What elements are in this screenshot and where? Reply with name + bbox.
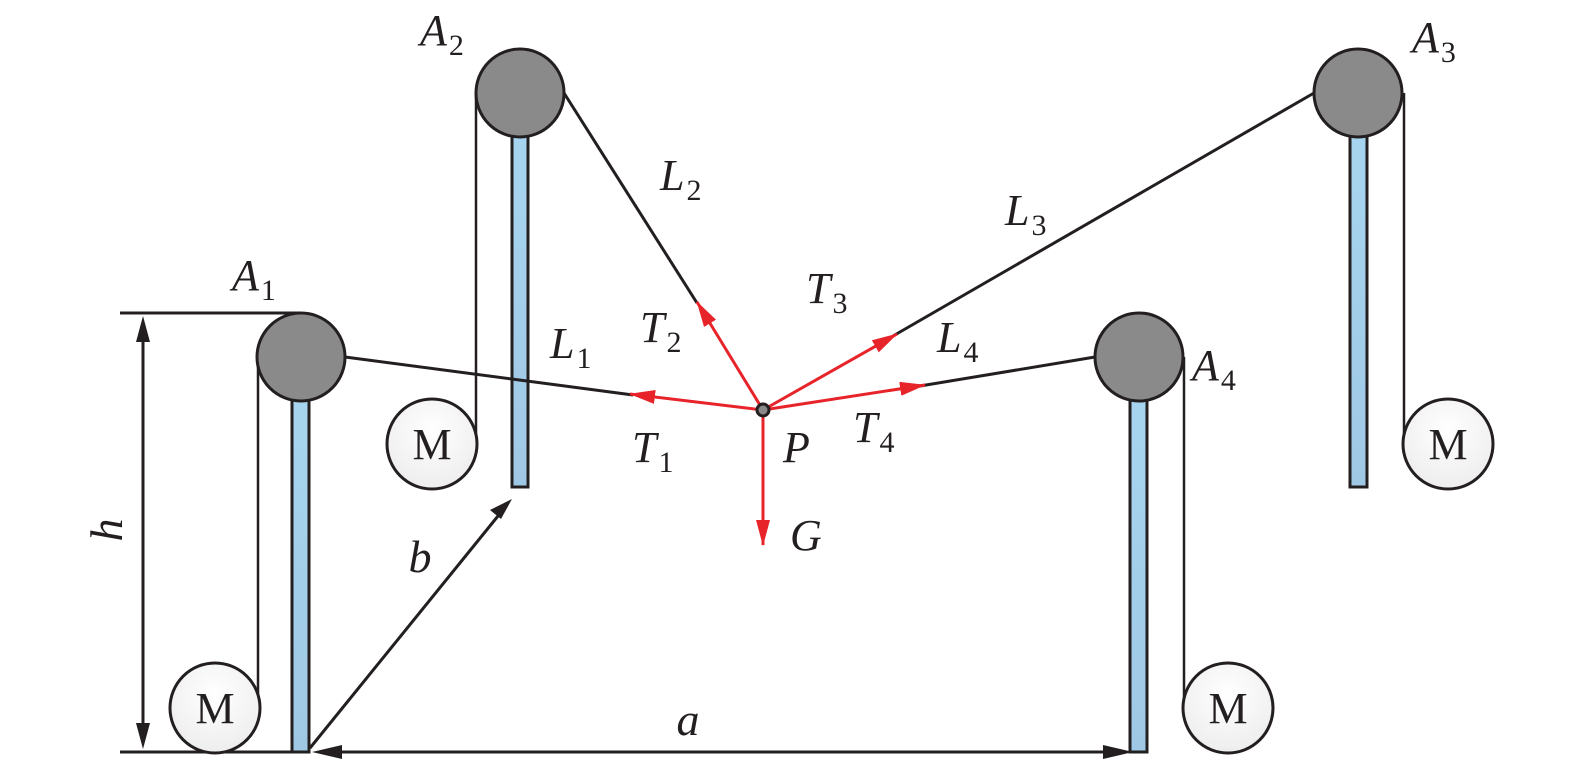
pillar-2-post [510,123,530,489]
cable-L3 [892,91,1315,338]
pillar-3: M A3 [1312,13,1495,491]
pulley-4 [1093,311,1185,403]
motor-3 [1401,397,1495,491]
cables: L1 L2 L3 L4 [344,91,1315,397]
forces: T1 T2 T3 T4 P G [629,264,926,560]
gravity-G-label: G [790,511,822,560]
dimension-a: a [312,694,1133,759]
force-T3 [762,332,898,412]
dim-a-arrowhead-right [1103,745,1133,759]
force-T1 [629,390,764,412]
pillar-2: M A2 [385,6,566,491]
cable-L2-label: L2 [659,151,701,207]
pillar-1-post [290,383,311,754]
pulley-1 [255,311,347,403]
motor-2-label: M [412,420,451,469]
motor-4-label: M [1208,684,1247,733]
dim-a-label: a [677,694,700,745]
motor-1 [168,661,262,755]
motor-3-label: M [1428,420,1467,469]
pillar-3-post [1348,123,1369,489]
dim-h-label: h [81,519,132,542]
cable-L1 [344,355,634,397]
motor-2 [385,397,479,491]
dimension-b: b [308,499,512,749]
cable-L2 [562,92,699,304]
force-T2-label: T2 [640,303,681,359]
dim-b-arrowhead [490,499,512,519]
pulley-2 [474,47,566,139]
pillar-1: M A1 [168,251,347,755]
cable-L1-label: L1 [549,319,591,375]
point-P-marker [755,402,771,418]
motor-4 [1181,661,1275,755]
motor-1-label: M [195,684,234,733]
force-T1-label: T1 [632,423,673,479]
point-P-label: P [782,423,810,472]
pillar-4-post [1128,383,1149,754]
force-T4 [762,381,926,412]
anchor-1-label: A1 [229,251,276,307]
force-T2 [695,301,765,411]
cable-L4 [919,355,1096,388]
anchor-2-label: A2 [417,6,464,62]
cable-L4-label: L4 [936,313,978,369]
dim-h-arrowhead-bottom [136,723,150,749]
pillar-4: M A4 [1093,311,1275,755]
dim-b-line [308,515,500,749]
dim-b-label: b [409,531,432,582]
pulley-3 [1312,47,1404,139]
dim-a-arrowhead-left [312,745,342,759]
dim-h-arrowhead-top [136,316,150,342]
cable-L3-label: L3 [1004,186,1046,242]
anchor-3-label: A3 [1409,13,1456,69]
force-T3-label: T3 [806,264,847,320]
anchor-4-label: A4 [1189,341,1236,397]
dimension-h: h [81,311,310,754]
force-T4-label: T4 [853,403,894,459]
